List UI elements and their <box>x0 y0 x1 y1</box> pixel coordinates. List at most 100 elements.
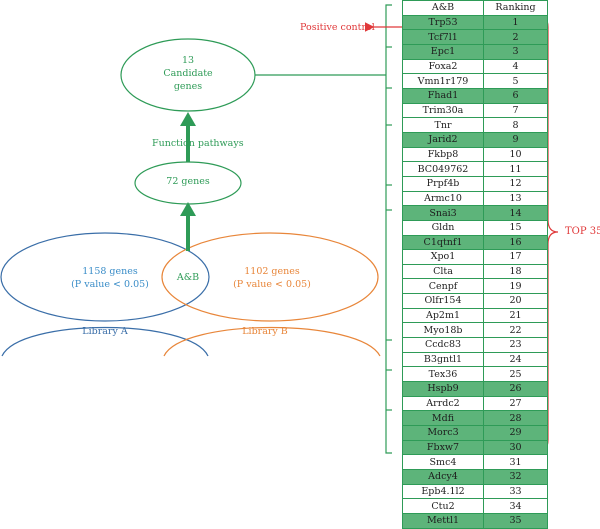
rank-cell: 21 <box>483 307 548 324</box>
gene-cell: Clta <box>402 263 484 280</box>
gene-cell: Epc1 <box>402 43 484 60</box>
rank-cell: 14 <box>483 205 548 221</box>
top-35-label: TOP 35 <box>565 226 600 237</box>
gene-cell: Fkbp8 <box>402 146 484 163</box>
rank-cell: 7 <box>483 102 548 119</box>
library-a-label: Library A <box>82 326 128 337</box>
rank-cell: 18 <box>483 263 548 280</box>
intersect-genes-label: 72 genes <box>166 176 210 187</box>
rank-cell: 32 <box>483 469 548 485</box>
rank-cell: 24 <box>483 351 548 368</box>
rank-cell: 4 <box>483 58 548 75</box>
rank-cell: 26 <box>483 381 548 397</box>
rank-cell: 20 <box>483 293 548 309</box>
gene-cell: Trp53 <box>402 14 484 31</box>
gene-cell: Tex36 <box>402 366 484 383</box>
gene-cell: Gldn <box>402 219 484 236</box>
gene-cell: Mettl1 <box>402 512 484 529</box>
rank-cell: 35 <box>483 512 548 529</box>
rank-cell: 31 <box>483 454 548 470</box>
library-b-pvalue: (P value < 0.05) <box>233 279 311 290</box>
library-b-arc <box>163 326 381 357</box>
rank-cell: 25 <box>483 366 548 383</box>
rank-cell: 19 <box>483 278 548 295</box>
gene-cell: Xpo1 <box>402 249 484 265</box>
rank-cell: 5 <box>483 73 548 89</box>
gene-cell: Armc10 <box>402 190 484 207</box>
gene-cell: Arrdc2 <box>402 395 484 412</box>
rank-cell: 9 <box>483 131 548 148</box>
library-b-genes: 1102 genes <box>244 266 300 277</box>
overlap-label: A&B <box>176 272 200 283</box>
library-b-label: Library B <box>242 326 288 337</box>
gene-cell: Foxa2 <box>402 58 484 75</box>
rank-cell: 15 <box>483 219 548 236</box>
library-a-pvalue: (P value < 0.05) <box>71 279 149 290</box>
candidate-line1: Candidate <box>163 68 213 79</box>
library-a-ellipse <box>0 232 210 322</box>
rank-cell: 28 <box>483 410 548 427</box>
rank-cell: 1 <box>483 14 548 31</box>
rank-cell: 17 <box>483 249 548 265</box>
arrow-to-candidate-genes <box>180 112 196 162</box>
rank-cell: 34 <box>483 498 548 514</box>
gene-cell: B3gntl1 <box>402 351 484 368</box>
library-b-ellipse <box>161 232 379 322</box>
gene-cell: Hspb9 <box>402 381 484 397</box>
rank-cell: 11 <box>483 161 548 177</box>
gene-cell: Mdfi <box>402 410 484 427</box>
bracket-ticks <box>386 46 392 411</box>
rank-cell: 30 <box>483 439 548 456</box>
left-green-bracket <box>385 4 392 454</box>
gene-cell: Ap2m1 <box>402 307 484 324</box>
library-a-arc <box>1 326 209 357</box>
candidate-count: 13 <box>181 55 195 66</box>
rank-cell: 2 <box>483 29 548 45</box>
gene-cell: Tcf7l1 <box>402 29 484 45</box>
gene-cell: Prpf4b <box>402 175 484 192</box>
gene-cell: Smc4 <box>402 454 484 470</box>
function-pathways-label: Function pathways <box>152 138 244 149</box>
rank-cell: 8 <box>483 117 548 133</box>
gene-cell: Jarid2 <box>402 131 484 148</box>
header-ranking: Ranking <box>483 0 548 16</box>
rank-cell: 12 <box>483 175 548 192</box>
gene-cell: BC049762 <box>402 161 484 177</box>
candidate-line2: genes <box>173 81 203 92</box>
rank-cell: 33 <box>483 483 548 500</box>
rank-cell: 23 <box>483 337 548 353</box>
gene-cell: Adcy4 <box>402 469 484 485</box>
rank-cell: 10 <box>483 146 548 163</box>
